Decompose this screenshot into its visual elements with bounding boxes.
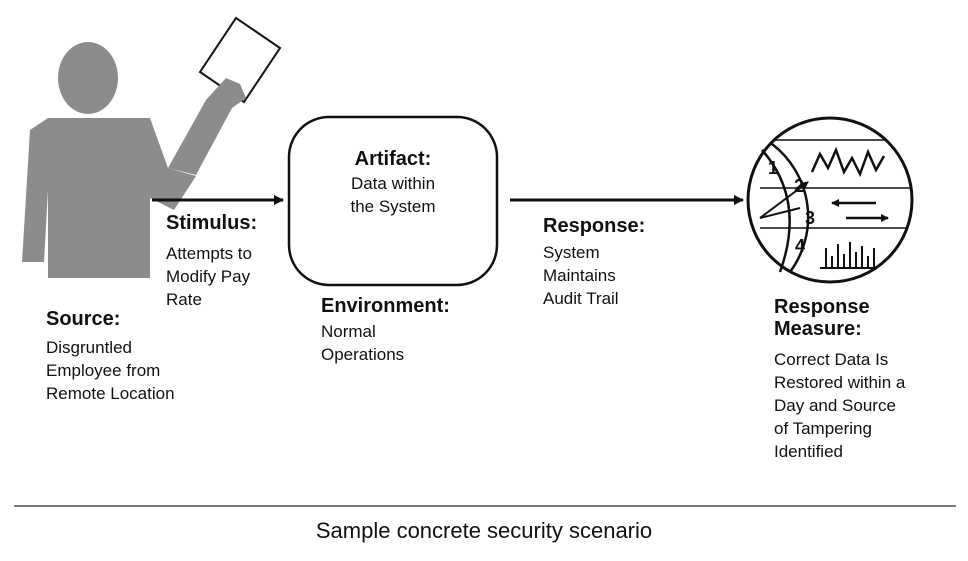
response-measure-line: Day and Source: [774, 396, 896, 415]
stimulus-line: Rate: [166, 290, 202, 309]
figure-caption: Sample concrete security scenario: [315, 518, 653, 543]
artifact-line: the System: [350, 197, 436, 216]
response-line: Audit Trail: [543, 289, 619, 308]
source-heading: Source:: [46, 308, 121, 330]
gauge-number-3: 3: [805, 208, 815, 228]
source-line: Employee from: [46, 361, 161, 380]
person-figure: [22, 16, 282, 278]
response-measure-line: Restored within a: [774, 373, 906, 392]
response-measure-line: of Tampering: [774, 419, 872, 438]
stimulus-line: Modify Pay: [166, 267, 251, 286]
gauge-icon: 1 2 3 4: [746, 116, 914, 284]
artifact-line: Data within: [350, 174, 436, 193]
artifact-box: [287, 115, 499, 287]
gauge-number-4: 4: [795, 236, 805, 256]
response-line: System: [543, 243, 600, 262]
source-line: Disgruntled: [46, 338, 132, 357]
caption-divider: [14, 505, 956, 507]
stimulus-line: Attempts to: [166, 244, 252, 263]
source-label: Source: Disgruntled Employee from Remote…: [46, 308, 175, 405]
gauge-number-2: 2: [794, 176, 804, 196]
environment-line: Normal: [321, 322, 376, 341]
environment-line: Operations: [321, 345, 405, 364]
response-heading: Response:: [543, 215, 646, 237]
environment-heading: Environment:: [321, 295, 450, 317]
source-line: Remote Location: [46, 384, 175, 403]
response-label: Response: System Maintains Audit Trail: [543, 215, 645, 310]
response-measure-line: Identified: [774, 442, 843, 461]
response-measure-heading: Measure:: [774, 318, 862, 340]
stimulus-label: Stimulus: Attempts to Modify Pay Rate: [166, 212, 257, 311]
response-measure-line: Correct Data Is: [774, 350, 889, 369]
response-measure-label: Response Measure: Correct Data Is Restor…: [774, 296, 905, 463]
artifact-heading: Artifact:: [354, 148, 432, 170]
response-line: Maintains: [543, 266, 616, 285]
gauge-number-1: 1: [768, 158, 778, 178]
stimulus-heading: Stimulus:: [166, 212, 258, 234]
response-measure-heading: Response: [774, 296, 870, 318]
environment-label: Environment: Normal Operations: [321, 295, 450, 366]
artifact-label: Artifact: Data within the System: [289, 148, 497, 218]
